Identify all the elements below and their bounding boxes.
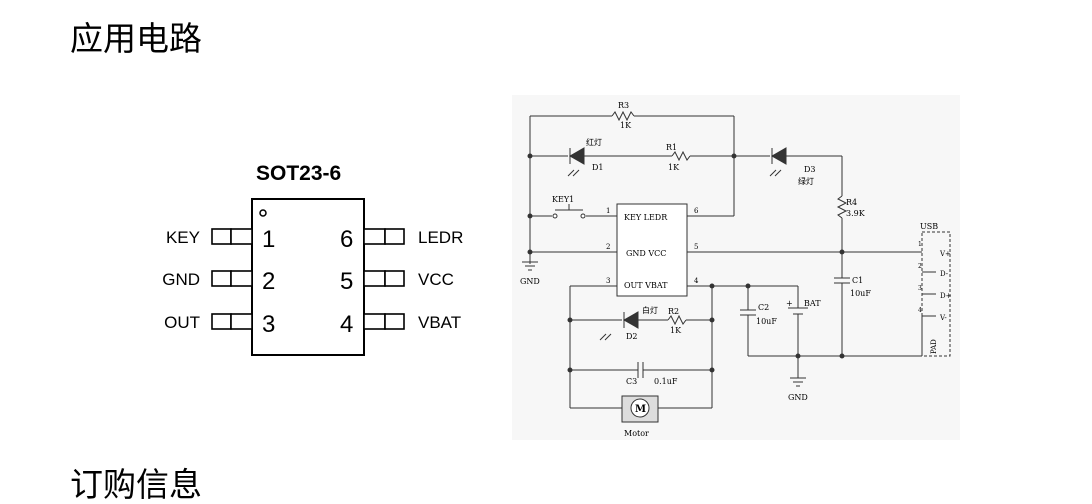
pin-label-key: KEY xyxy=(166,228,200,247)
label-d2: D2 xyxy=(626,332,638,341)
ic-row-gnd-vcc: GND VCC xyxy=(626,249,666,258)
pin-number-5: 5 xyxy=(340,268,353,295)
label-usb: USB xyxy=(920,222,938,231)
label-c1: C1 xyxy=(852,276,863,285)
usb-pin-vplus: V+ xyxy=(939,250,951,258)
label-r4-value: 3.9K xyxy=(846,209,866,218)
usb-num-2: 2 xyxy=(918,263,922,270)
label-d1-color: 红灯 xyxy=(586,137,602,147)
usb-num-1: 1 xyxy=(918,241,922,248)
pin-key: KEY 1 xyxy=(166,226,275,253)
label-c2: C2 xyxy=(758,303,769,312)
section-heading-ordering-info: 订购信息 xyxy=(70,465,202,504)
resistor-r1 xyxy=(671,150,691,162)
pin-vcc: VCC 5 xyxy=(340,268,454,295)
ic-row-out-vbat: OUT VBAT xyxy=(624,281,668,290)
label-c3-value: 0.1uF xyxy=(654,377,678,386)
pin-number-2: 2 xyxy=(262,268,275,295)
label-gnd-bottom: GND xyxy=(788,393,808,402)
label-c2-value: 10uF xyxy=(756,317,777,326)
usb-pin-dminus: D- xyxy=(940,270,949,278)
pin-label-gnd: GND xyxy=(162,270,200,289)
label-motor: Motor xyxy=(624,429,649,438)
ic-pin-2: 2 xyxy=(606,243,610,251)
label-bat: BAT xyxy=(804,299,821,308)
switch-key1 xyxy=(552,204,586,219)
pin-number-4: 4 xyxy=(340,311,353,338)
label-c3: C3 xyxy=(626,377,637,386)
pin-label-vcc: VCC xyxy=(418,270,454,289)
package-title: SOT23-6 xyxy=(256,162,341,185)
motor-letter: M xyxy=(635,404,646,415)
pin-label-ledr: LEDR xyxy=(418,228,463,247)
pin-number-3: 3 xyxy=(262,311,275,338)
label-key1: KEY1 xyxy=(552,195,574,204)
label-r4: R4 xyxy=(846,198,857,207)
resistor-r4 xyxy=(836,195,848,219)
ic-pin-6: 6 xyxy=(694,207,699,215)
ic-body xyxy=(616,203,688,297)
ic-pin-4: 4 xyxy=(694,277,699,285)
ic-pin-5: 5 xyxy=(694,243,698,251)
label-d2-color: 白灯 xyxy=(642,305,658,315)
pin-vbat: VBAT 4 xyxy=(340,311,461,338)
pin1-marker xyxy=(259,209,267,217)
label-gnd-left: GND xyxy=(520,277,540,286)
pin-number-1: 1 xyxy=(262,226,275,253)
schematic-background xyxy=(512,95,960,440)
usb-pin-dplus: D+ xyxy=(940,292,952,300)
ic-pin-1: 1 xyxy=(606,207,610,215)
pin-label-vbat: VBAT xyxy=(418,313,461,332)
package-body xyxy=(251,198,365,356)
ic-row-key-ledr: KEY LEDR xyxy=(624,213,668,222)
pin-ledr: LEDR 6 xyxy=(340,226,463,253)
section-heading-application-circuit: 应用电路 xyxy=(70,19,202,58)
label-c1-value: 10uF xyxy=(850,289,871,298)
pin-label-out: OUT xyxy=(164,313,200,332)
label-d3-color: 绿灯 xyxy=(798,176,814,186)
label-r1: R1 xyxy=(666,143,677,152)
application-circuit-diagram: SOT23-6 KEY 1 GND 2 OUT 3 LEDR 6 xyxy=(162,95,960,440)
svg-text:+: + xyxy=(786,299,793,308)
label-r3: R3 xyxy=(618,101,629,110)
usb-num-4: 4 xyxy=(918,307,922,314)
schematic: GND R3 1K 红灯 D1 R1 1K D3 xyxy=(512,95,960,440)
label-d1: D1 xyxy=(592,163,604,172)
motor-symbol: M xyxy=(621,395,659,423)
pin-out: OUT 3 xyxy=(164,311,275,338)
pin-gnd: GND 2 xyxy=(162,268,275,295)
label-pad: PAD xyxy=(930,339,938,354)
pin-number-6: 6 xyxy=(340,226,353,253)
ground-symbol-bottom xyxy=(790,377,806,387)
resistor-r2 xyxy=(667,314,687,326)
label-d3: D3 xyxy=(804,165,816,174)
ic-pin-3: 3 xyxy=(606,277,610,285)
label-r3-value: 1K xyxy=(620,121,632,130)
label-r2-value: 1K xyxy=(670,326,682,335)
usb-num-3: 3 xyxy=(918,285,922,292)
label-r1-value: 1K xyxy=(668,163,680,172)
label-r2: R2 xyxy=(668,307,679,316)
resistor-r3 xyxy=(611,110,635,122)
usb-pin-vminus: V- xyxy=(939,314,947,322)
led-d3-green xyxy=(769,147,787,177)
sot23-6-package: SOT23-6 KEY 1 GND 2 OUT 3 LEDR 6 xyxy=(162,162,463,356)
